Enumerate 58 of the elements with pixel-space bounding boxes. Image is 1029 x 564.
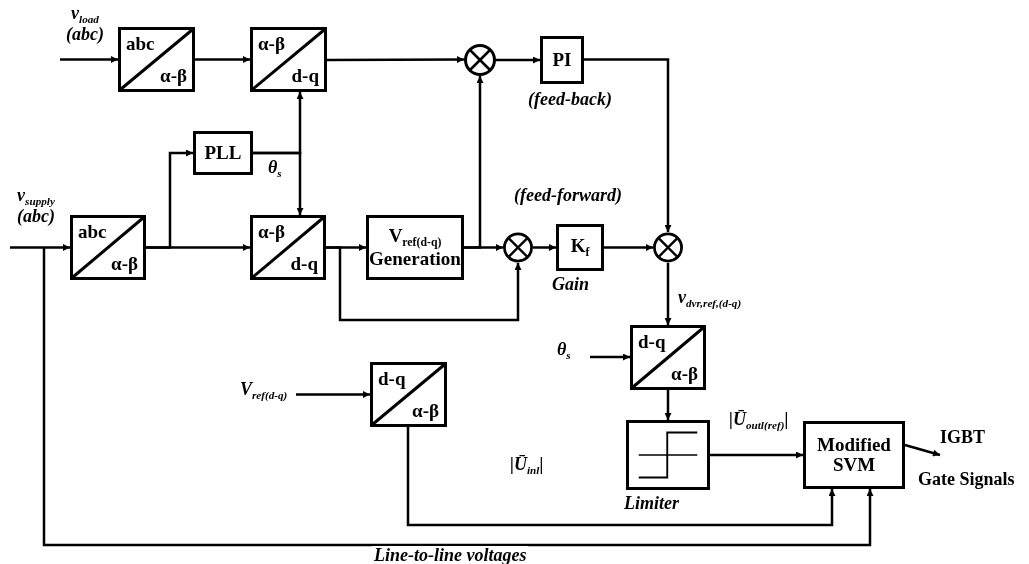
signal-arrow	[904, 443, 941, 457]
signal-arrow	[533, 244, 556, 251]
process-block	[803, 421, 905, 489]
block-label: V$_{ref(d-q)}$ Generation	[369, 225, 461, 270]
block-label: α-β	[111, 254, 138, 273]
signal-arrow	[664, 263, 672, 325]
signal-arrow	[42, 247, 874, 547]
process-block	[556, 224, 604, 271]
limiter-block	[626, 420, 710, 490]
block-caption: Gain	[552, 275, 589, 295]
block-label: α-β	[160, 66, 187, 85]
signal-label: v$_{load}$ (abc)	[65, 4, 105, 45]
process-block	[366, 215, 464, 280]
signal-arrow	[496, 56, 540, 64]
block-caption: (feed-back)	[528, 90, 612, 110]
block-label: PI	[552, 50, 572, 70]
signal-label: (feed-forward)	[514, 186, 622, 206]
signal-arrow	[326, 246, 522, 322]
block-label: K$_{f}$	[570, 235, 590, 260]
block-label: α-β	[412, 401, 439, 420]
edge-label: Line-to-line voltages	[372, 546, 529, 564]
signal-label: Gate Signals	[918, 470, 1015, 490]
block-label: α-β	[258, 222, 285, 241]
signal-arrow	[146, 244, 250, 251]
summing-junction	[653, 232, 683, 263]
summing-junction	[503, 232, 533, 263]
process-block	[540, 36, 584, 84]
block-label: abc	[126, 34, 155, 53]
block-label: d-q	[378, 369, 406, 388]
signal-arrow	[604, 244, 653, 251]
summing-junction	[464, 44, 496, 76]
signal-arrow	[60, 56, 118, 63]
block-label: α-β	[671, 364, 698, 383]
signal-arrow	[584, 58, 672, 232]
block-label: d-q	[291, 66, 319, 85]
block-label: Modified SVM	[816, 435, 892, 475]
signal-arrow	[464, 76, 484, 249]
signal-label: θ$_{s}$	[268, 158, 282, 180]
signal-arrow	[296, 391, 370, 398]
block-label: α-β	[258, 34, 285, 53]
signal-arrow	[195, 56, 250, 63]
signal-label: v$_{supply}$ (abc)	[16, 186, 56, 227]
block-label: d-q	[638, 332, 666, 351]
process-block	[193, 131, 253, 175]
block-label: abc	[78, 222, 107, 241]
block-label: PLL	[204, 143, 242, 163]
signal-arrow	[710, 451, 803, 459]
signal-label: IGBT	[940, 428, 1000, 462]
signal-arrow	[590, 353, 630, 361]
signal-arrow	[327, 56, 464, 64]
signal-arrow	[10, 244, 70, 251]
signal-arrow	[664, 390, 672, 420]
block-caption: Limiter	[624, 494, 679, 514]
signal-label: V$_{ref(d-q)}$	[240, 380, 296, 409]
signal-arrow	[253, 151, 304, 215]
signal-arrow	[406, 427, 836, 527]
signal-label: θ$_{s}$	[557, 340, 571, 362]
block-label: d-q	[290, 254, 318, 273]
